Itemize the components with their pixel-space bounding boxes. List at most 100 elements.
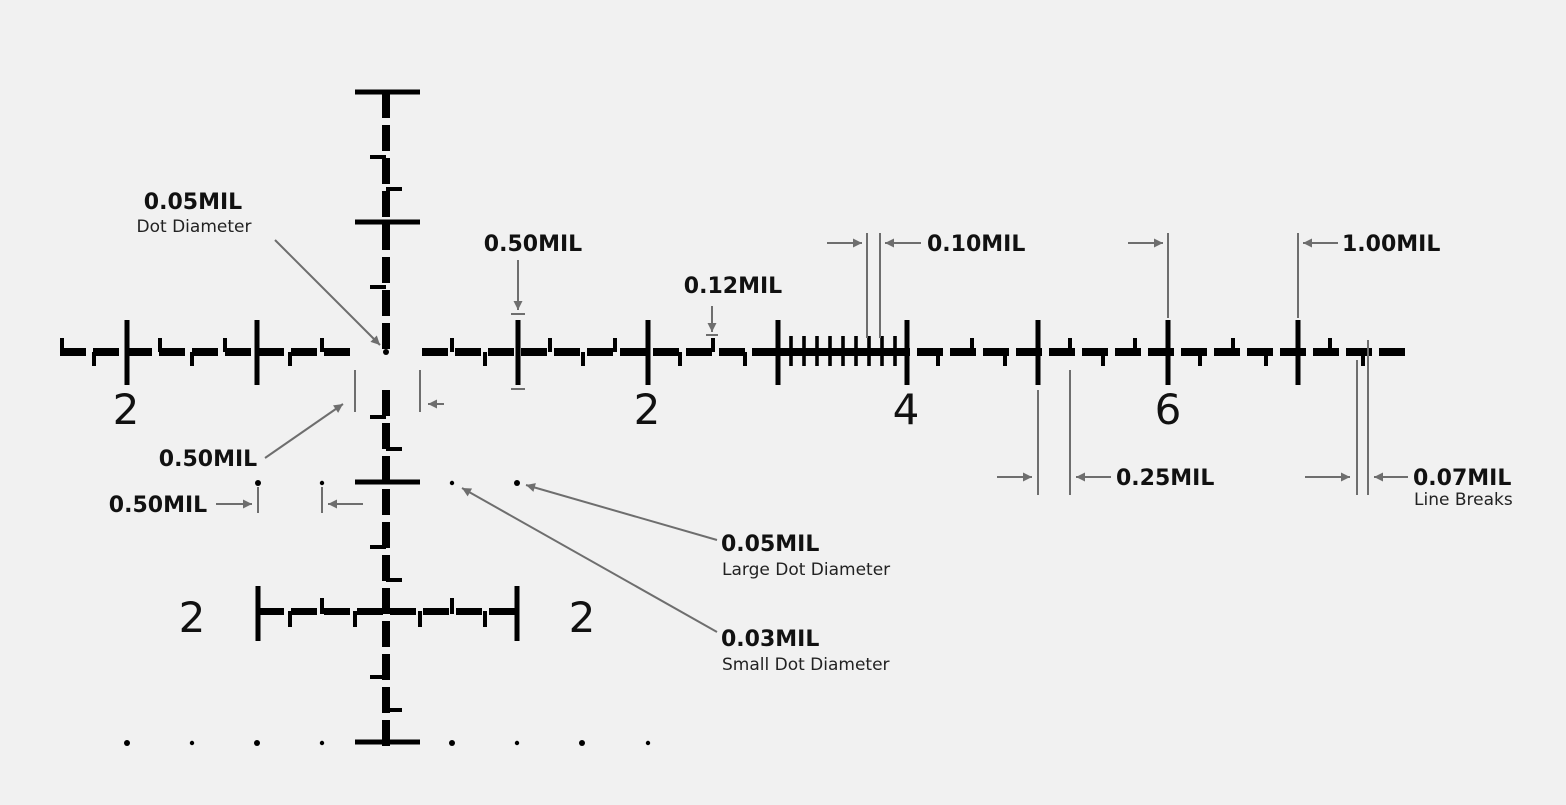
left-dash — [93, 348, 119, 356]
fine-tick — [841, 336, 845, 366]
right-minor-tick — [678, 352, 682, 366]
lower-bar-dash — [423, 608, 449, 615]
right-major-tick — [1035, 320, 1041, 385]
right-dash — [1016, 348, 1042, 356]
reticle — [60, 89, 1405, 746]
lower-minor-tick — [386, 708, 402, 712]
number-lower-left-2: 2 — [179, 593, 206, 642]
lower-dash — [382, 654, 390, 680]
right-dash — [1082, 348, 1108, 356]
right-dash — [653, 348, 679, 356]
lower-major-tick — [355, 739, 420, 745]
fine-tick — [880, 336, 884, 366]
fine-tick — [893, 336, 897, 366]
left-dash — [60, 348, 86, 356]
right-major-tick — [515, 320, 521, 385]
lower-dash — [382, 390, 390, 416]
right-dash — [719, 348, 745, 356]
right-dash — [1313, 348, 1339, 356]
arrow-gap-right-head — [428, 399, 437, 409]
right-dash — [422, 348, 448, 356]
lower-bar-dash — [390, 608, 416, 615]
bottom-dot — [319, 740, 325, 746]
arrow-major-left-head — [1154, 238, 1163, 248]
left-minor-tick — [158, 338, 162, 352]
lower-dash — [382, 423, 390, 449]
right-minor-tick — [1101, 352, 1105, 366]
right-minor-tick — [936, 352, 940, 366]
right-major-tick — [904, 320, 910, 385]
upper-major-tick — [355, 89, 420, 95]
arrow-small-dot-head — [462, 488, 473, 497]
number-right-6: 6 — [1155, 385, 1182, 434]
lower-bar-dash — [291, 608, 317, 615]
lower-minor-tick — [386, 447, 402, 451]
right-minor-tick — [613, 338, 617, 352]
arrow-minor-right-head — [885, 238, 894, 248]
label-thickness: 0.12MIL — [684, 274, 782, 299]
label-dot-diameter-value: 0.05MIL — [144, 190, 242, 215]
upper-minor-tick — [386, 187, 402, 191]
upper-major-tick — [355, 219, 420, 225]
lower-dash — [382, 621, 390, 647]
arrow-break-left-head — [1341, 472, 1350, 482]
left-minor-tick — [223, 338, 227, 352]
right-major-tick — [645, 320, 651, 385]
arrow-gap-left-head — [333, 404, 343, 413]
bottom-dot — [514, 740, 520, 746]
large-dot — [255, 480, 261, 486]
arrow-large-dot-head — [526, 483, 536, 492]
lower-bar-dash — [258, 608, 284, 615]
left-major-tick — [254, 320, 260, 385]
lower-bar-dash — [357, 608, 383, 615]
lower-bar-end-tick — [514, 586, 520, 641]
bottom-dot — [449, 740, 455, 746]
lower-minor-tick — [386, 578, 402, 582]
left-major-tick — [124, 320, 130, 385]
right-minor-tick — [483, 352, 487, 366]
fine-tick — [828, 336, 832, 366]
arrow-dot-diameter — [274, 239, 381, 346]
arrow-break-right-head — [1374, 472, 1383, 482]
right-minor-tick — [1361, 352, 1365, 366]
right-dash — [1379, 348, 1405, 356]
lower-bar-dash — [324, 608, 350, 615]
small-dot — [319, 480, 325, 486]
lower-dash — [382, 687, 390, 713]
right-dash — [554, 348, 580, 356]
left-minor-tick — [92, 352, 96, 366]
fine-tick — [854, 336, 858, 366]
left-dash — [258, 348, 284, 356]
lower-minor-tick — [370, 545, 386, 549]
right-major-tick — [1295, 320, 1301, 385]
right-minor-tick — [711, 338, 715, 352]
upper-minor-tick — [370, 285, 386, 289]
label-dot-spacing: 0.50MIL — [109, 493, 207, 518]
right-minor-tick — [1231, 338, 1235, 352]
number-right-2: 2 — [634, 385, 661, 434]
right-major-tick — [775, 320, 781, 385]
lower-major-tick — [355, 479, 420, 485]
fine-tick — [789, 336, 793, 366]
bottom-dot — [254, 740, 260, 746]
label-line-breaks-caption: Line Breaks — [1414, 490, 1513, 510]
lower-dash — [382, 522, 390, 548]
bottom-dot — [124, 740, 130, 746]
left-dash — [291, 348, 317, 356]
arrow-tick-height-head — [513, 301, 523, 310]
lower-bar-minor-tick — [418, 611, 422, 627]
right-dash — [1214, 348, 1240, 356]
reticle-numbers: 2 2 4 6 2 2 — [113, 385, 1182, 642]
lower-dash — [382, 456, 390, 482]
lower-dash — [382, 720, 390, 746]
left-dash — [225, 348, 251, 356]
label-minor-spacing: 0.10MIL — [927, 232, 1025, 257]
annotation-labels: 0.05MIL Dot Diameter 0.50MIL 0.12MIL 0.1… — [109, 190, 1513, 675]
number-lower-right-2: 2 — [569, 593, 596, 642]
arrow-large-dot — [525, 484, 718, 541]
upper-dash — [382, 290, 390, 316]
label-large-dot-value: 0.05MIL — [721, 532, 819, 557]
lower-bar-minor-tick — [483, 611, 487, 627]
right-minor-tick — [450, 338, 454, 352]
